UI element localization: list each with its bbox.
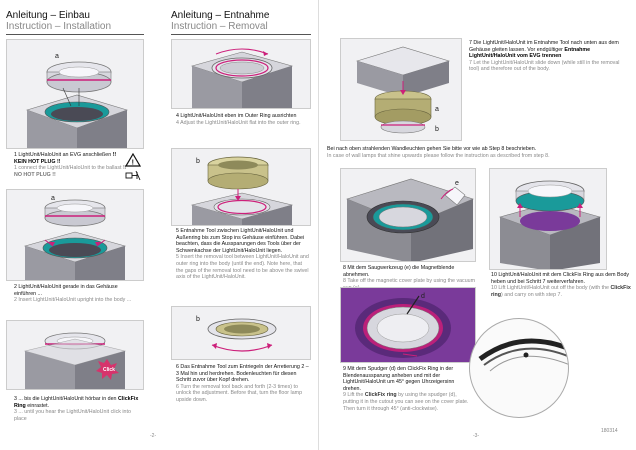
step-5-text: 5 Entnahme Tool zwischen LightUnit/HaloU…	[176, 228, 310, 281]
step-4-text-en: 4 Adjust the LightUnit/HaloUnit flat int…	[176, 119, 301, 126]
note-de: Bei nach oben strahlenden Wandleuchten g…	[327, 146, 537, 152]
step-2-text-de: 2 LightUnit/HaloUnit gerade in das Gehäu…	[14, 284, 118, 297]
removal-title-de: Anleitung – Entnahme	[171, 10, 270, 21]
step-9-text-de: 9 Mit dem Spudger (d) den ClickFix Ring …	[343, 366, 455, 392]
step-9-text: 9 Mit dem Spudger (d) den ClickFix Ring …	[343, 366, 469, 412]
step-1-text-de: 1 LightUnit/HaloUnit an EVG anschließen	[14, 152, 112, 158]
step-2-text: 2 LightUnit/HaloUnit gerade in das Gehäu…	[14, 284, 140, 304]
installation-title-en: Instruction – Installation	[6, 21, 112, 32]
removal-title-en: Instruction – Removal	[171, 21, 268, 32]
installation-heading: Anleitung – Einbau Instruction – Install…	[6, 10, 144, 32]
step-9-detail-magnifier	[469, 318, 569, 418]
step-2-figure: a	[6, 189, 144, 281]
wall-lamp-note: Bei nach oben strahlenden Wandleuchten g…	[327, 146, 627, 159]
step-8-figure: e	[340, 168, 476, 262]
step-9-figure: d	[340, 287, 476, 363]
step-3-text-de: 3 ... bis die LightUnit/HaloUnit hörbar …	[14, 396, 117, 402]
page-number: -2-	[150, 433, 157, 439]
step-10-text-de: 10 LightUnit/HaloUnit mit dem ClickFix R…	[491, 272, 630, 285]
step-4-text-de: 4 LightUnit/HaloUnit eben im Outer Ring …	[176, 113, 297, 119]
label-a: a	[435, 106, 439, 113]
step-6-text-en: 6 Turn the removal tool back and forth (…	[176, 383, 303, 403]
step-10-text-en-after: ) and carry on with step 7.	[501, 291, 562, 298]
removal-heading: Anleitung – Entnahme Instruction – Remov…	[171, 10, 311, 32]
label-a: a	[51, 195, 55, 202]
step-3-text-de-after: einrastet.	[27, 402, 50, 409]
step-3-text-en: 3 ... until you hear the LightUnit/HaloU…	[14, 409, 131, 422]
step-4-text: 4 LightUnit/HaloUnit eben im Outer Ring …	[176, 113, 308, 126]
installation-title-de: Anleitung – Einbau	[6, 10, 90, 21]
step-7-text-de: 7 Die LightUnit/HaloUnit im Entnahme Too…	[469, 40, 619, 53]
step-9-clickfix: ClickFix ring	[364, 392, 397, 399]
plug-icon	[125, 168, 141, 186]
step-3-text: 3 ... bis die LightUnit/HaloUnit hörbar …	[14, 396, 140, 422]
right-page: 7 a b 7 Die LightUnit/HaloUnit im Entnah…	[318, 0, 636, 450]
step-6-figure: b	[171, 306, 311, 360]
step-10-figure	[489, 168, 607, 270]
step-4-figure	[171, 39, 311, 109]
step-7-text-de-bold: Entnahme LightUnit/HaloUnit vom EVG tren…	[469, 46, 591, 60]
step-1-text: 1 LightUnit/HaloUnit an EVG anschließen …	[14, 152, 130, 178]
step-9-text-en-after: by using the spudger (d), putting it in …	[343, 392, 469, 412]
label-b: b	[196, 158, 200, 165]
step-5-text-en: 5 Insert the removal tool between LightU…	[176, 254, 309, 281]
step-2-text-en: 2 Insert LightUnit/HaloUnit upright into…	[14, 297, 132, 304]
step-1-text-en-warning: !! NO HOT PLUG !!	[14, 165, 127, 178]
step-1-figure: a	[6, 39, 144, 149]
svg-text:!: !	[132, 160, 134, 167]
step-7-figure: a b	[340, 38, 462, 141]
step-10-clickfix: ClickFix ring	[491, 285, 631, 298]
label-a: a	[55, 53, 59, 60]
step-7-text: 7 Die LightUnit/HaloUnit im Entnahme Too…	[469, 40, 625, 73]
page-number: -3-	[473, 433, 480, 439]
left-page: Anleitung – Einbau Instruction – Install…	[6, 10, 311, 439]
label-e: e	[455, 180, 459, 187]
step-5-figure: b	[171, 148, 311, 226]
step-7-text-en: 7 Let the LightUnit/HaloUnit slide down …	[469, 59, 620, 73]
label-b: b	[435, 126, 439, 133]
document-code: 180314	[601, 428, 618, 434]
step-10-text-en: 10 Lift LightUnit/HaloUnit out off the b…	[491, 285, 609, 292]
click-label: Click	[103, 367, 115, 373]
step-3-figure: Click	[6, 320, 144, 390]
warning-icon: !	[124, 152, 142, 172]
label-b: b	[196, 316, 200, 323]
step-5-text-de: 5 Entnahme Tool zwischen LightUnit/HaloU…	[176, 228, 305, 254]
step-8-text-de: 8 Mit dem Saugwerkzeug (e) die Magnetble…	[343, 265, 455, 278]
step-1-text-en: 1 connect the LightUnit/HaloUnit to the …	[14, 165, 122, 172]
divider	[171, 34, 311, 35]
label-d: d	[421, 293, 425, 300]
step-1-text-de-warning: !! KEIN HOT PLUG !!	[14, 152, 117, 165]
divider	[6, 34, 144, 35]
step-6-text: 6 Das Entnahme Tool zum Entriegeln der A…	[176, 364, 310, 404]
step-6-text-de: 6 Das Entnahme Tool zum Entriegeln der A…	[176, 364, 309, 384]
step-3-clickfix: ClickFix Ring	[14, 396, 139, 409]
note-en: In case of wall lamps that shine upwards…	[327, 152, 550, 159]
step-10-text: 10 LightUnit/HaloUnit mit dem ClickFix R…	[491, 272, 633, 298]
step-9-text-en: 9 Lift the	[343, 392, 364, 399]
